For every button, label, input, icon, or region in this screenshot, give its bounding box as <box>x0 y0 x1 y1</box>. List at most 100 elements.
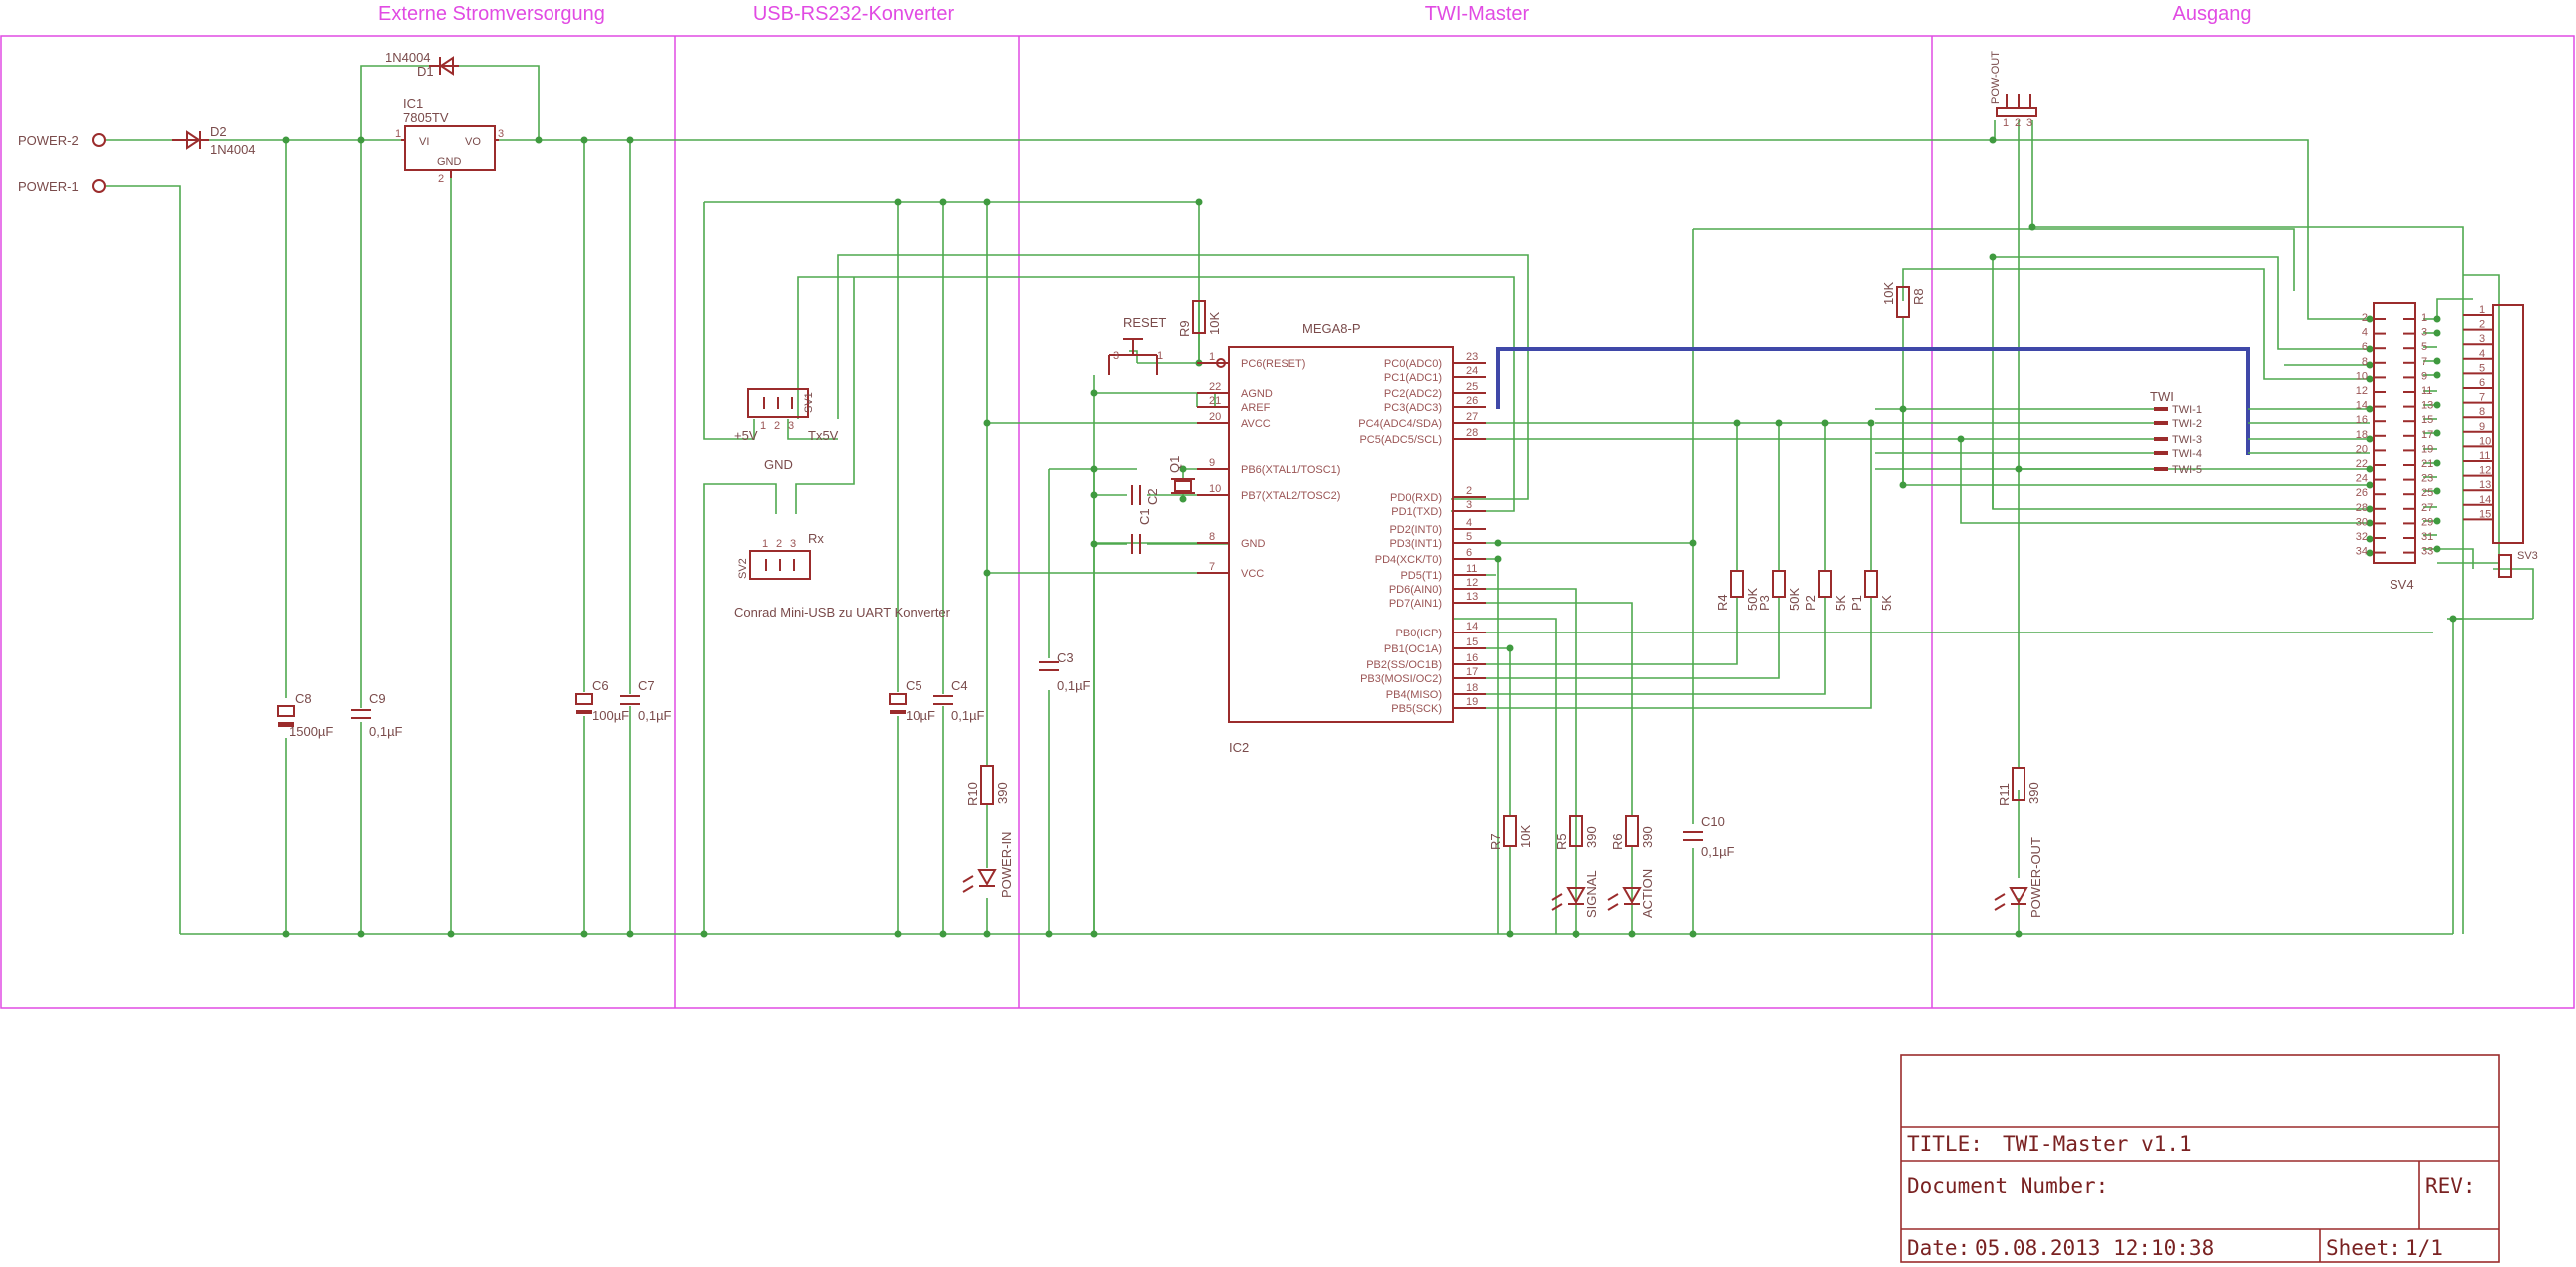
led-power-out: POWER-OUT <box>1994 837 2043 918</box>
mcu-right-pin-number: 16 <box>1466 652 1478 664</box>
sv4-pin-even: 10 <box>2356 370 2368 382</box>
mcu-right-pin-name: PD4(XCK/T0) <box>1375 554 1442 566</box>
sv3-pin-number: 3 <box>2479 333 2485 345</box>
sv3-pin-number: 2 <box>2479 319 2485 331</box>
mcu-left-pins: 1PC6(RESET)22AGND21AREF20AVCC9PB6(XTAL1/… <box>1197 351 1340 580</box>
sv4-pin-even: 12 <box>2356 385 2368 397</box>
mcu-right-pin-number: 3 <box>1466 499 1472 511</box>
c8-value: 1500µF <box>289 724 333 739</box>
sv4-pin-odd: 5 <box>2421 341 2427 353</box>
r7-value: 10K <box>1518 825 1533 848</box>
sv4-pin-odd: 25 <box>2421 487 2433 499</box>
mcu-right-pin-number: 18 <box>1466 682 1478 694</box>
resistor-r11: R11 390 <box>1997 767 2041 806</box>
sv2-rx: Rx <box>808 531 824 546</box>
led-power-in: POWER-IN <box>962 832 1014 898</box>
mcu-left-pin-number: 9 <box>1209 457 1215 469</box>
mcu-left-pin-name: PB6(XTAL1/TOSC1) <box>1241 464 1340 476</box>
sv3-pin-number: 10 <box>2479 435 2491 447</box>
pow-pin-2: 2 <box>2015 117 2021 129</box>
sv4-pin-odd: 3 <box>2421 327 2427 339</box>
title-label: TITLE: <box>1907 1132 1983 1156</box>
section-title-twi-master: TWI-Master <box>1425 3 1530 25</box>
sv4-pin-odd: 19 <box>2421 443 2433 455</box>
sv4-pin-odd: 7 <box>2421 356 2427 368</box>
c6-name: C6 <box>592 678 609 693</box>
q1-name: Q1 <box>1167 456 1182 473</box>
sv4-pin-odd: 33 <box>2421 546 2433 558</box>
sv3-pin-number: 9 <box>2479 421 2485 433</box>
r6-value: 390 <box>1640 826 1655 848</box>
mcu-right-pin-number: 17 <box>1466 666 1478 678</box>
capacitor-c2: C2 <box>1131 485 1160 505</box>
c2-name: C2 <box>1145 488 1160 505</box>
mcu-right-pin-name: PB2(SS/OC1B) <box>1366 659 1442 671</box>
mcu-right-pin-name: PD6(AIN0) <box>1389 584 1442 596</box>
sv4-pin-odd: 15 <box>2421 414 2433 426</box>
mcu-left-pin-name: AGND <box>1241 388 1273 400</box>
crystal-q1: Q1 <box>1167 456 1195 494</box>
ic1-gnd: GND <box>437 156 462 168</box>
reset-pin-3: 3 <box>1113 350 1119 362</box>
sv4-pin-odd: 23 <box>2421 473 2433 485</box>
sv3-pin-number: 6 <box>2479 377 2485 389</box>
sv4-pin-even: 2 <box>2362 312 2368 324</box>
ic2-name: IC2 <box>1229 740 1249 755</box>
resistor-r10: R10 390 <box>965 765 1010 806</box>
sv4-pin-even: 18 <box>2356 429 2368 441</box>
c5-name: C5 <box>906 678 922 693</box>
c9-name: C9 <box>369 691 386 706</box>
led-power-in-label: POWER-IN <box>999 832 1014 898</box>
r11-value: 390 <box>2026 782 2041 804</box>
c4-value: 0,1µF <box>951 708 985 723</box>
sv1-plus5v: +5V <box>734 428 758 443</box>
section-title-power: Externe Stromversorgung <box>378 3 605 25</box>
mcu-left-pin-number: 1 <box>1209 351 1215 363</box>
mcu-left-pin-number: 22 <box>1209 381 1221 393</box>
mcu-left-pin-number: 20 <box>1209 411 1221 423</box>
mcu-right-pin-name: PD1(TXD) <box>1391 506 1442 518</box>
mcu-right-pin-name: PB5(SCK) <box>1391 703 1442 715</box>
mcu-right-pin-number: 13 <box>1466 591 1478 603</box>
regulator-ic1: IC1 7805TV VI VO GND 1 3 2 <box>395 96 504 185</box>
mcu-right-pin-number: 25 <box>1466 381 1478 393</box>
capacitor-c9: C9 0,1µF <box>351 691 403 739</box>
mcu-right-pin-name: PD2(INT0) <box>1389 524 1442 536</box>
title-value: TWI-Master v1.1 <box>2003 1132 2192 1156</box>
diode-d2: D2 1N4004 <box>172 124 256 157</box>
sv3-name: SV3 <box>2517 550 2538 562</box>
capacitor-c4: C4 0,1µF <box>933 678 985 723</box>
mcu-right-pin-number: 26 <box>1466 395 1478 407</box>
c6-value: 100µF <box>592 708 629 723</box>
sv4-pin-even: 24 <box>2356 473 2368 485</box>
junctions <box>282 136 2457 938</box>
mcu-right-pin-number: 4 <box>1466 517 1472 529</box>
c8-name: C8 <box>295 691 312 706</box>
resistor-r4: R4 50K <box>1715 570 1760 611</box>
sheet-frame <box>0 35 2575 1009</box>
r11-name: R11 <box>1997 783 2012 806</box>
d2-name: D2 <box>210 124 227 139</box>
mcu-right-pin-name: PD3(INT1) <box>1389 538 1442 550</box>
d1-name: D1 <box>417 64 434 79</box>
connector-sv2: SV2 Rx 1 2 3 <box>737 531 824 580</box>
twi-label: TWI <box>2150 389 2174 404</box>
twi-line-marker <box>2154 451 2168 455</box>
sv4-pin-odd: 29 <box>2421 516 2433 528</box>
resistor-r5: R5 390 <box>1554 815 1599 850</box>
mcu-right-pin-number: 14 <box>1466 621 1478 633</box>
c3-value: 0,1µF <box>1057 678 1091 693</box>
sv4-pin-even: 26 <box>2356 487 2368 499</box>
power-terminal-1: POWER-1 <box>18 179 106 194</box>
led-signal: SIGNAL <box>1551 870 1599 918</box>
twi-line-label: TWI-4 <box>2172 448 2202 460</box>
twi-line-label: TWI-1 <box>2172 404 2202 416</box>
mcu-right-pin-name: PC3(ADC3) <box>1384 402 1442 414</box>
mcu-right-pin-name: PD5(T1) <box>1400 570 1442 582</box>
bus-branches <box>2248 408 2370 454</box>
r4-value: 50K <box>1745 588 1760 611</box>
sv1-pin-1: 1 <box>760 420 766 432</box>
sv3-pin-number: 11 <box>2479 450 2490 462</box>
